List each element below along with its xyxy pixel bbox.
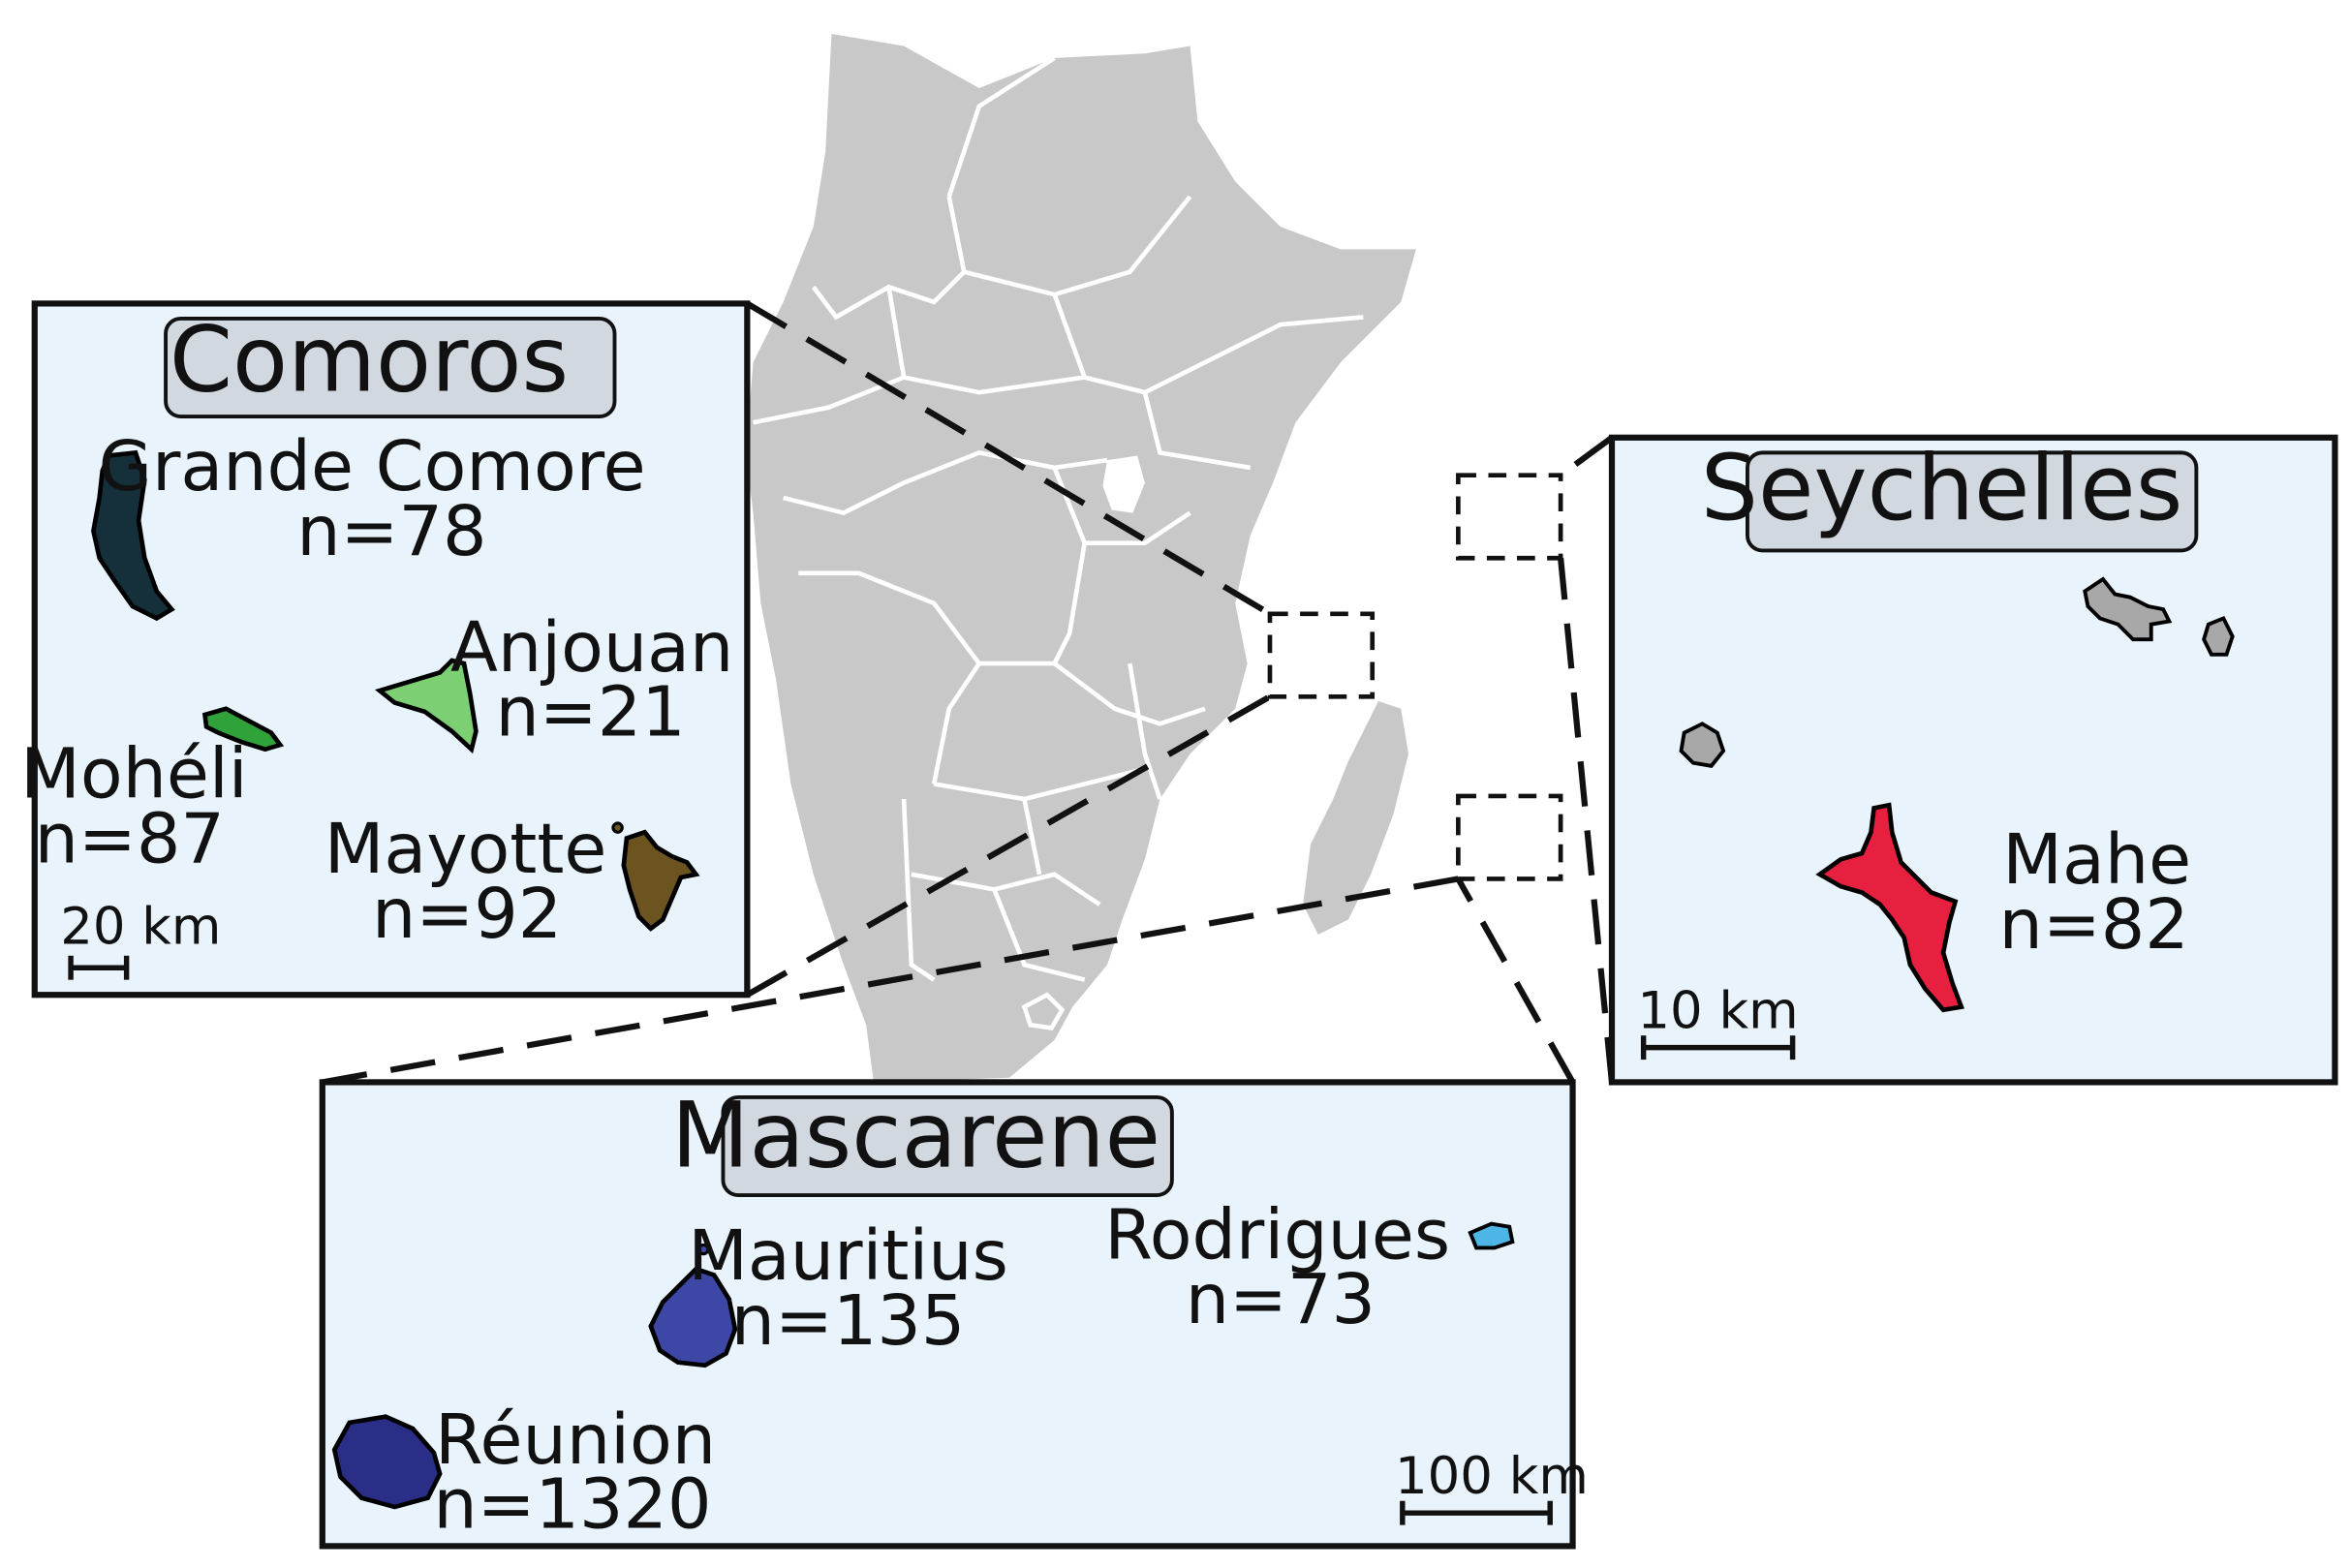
- country-borders: [753, 55, 1364, 982]
- rodrigues-label: Rodrigues: [1104, 1194, 1450, 1275]
- rodrigues-count: n=73: [1186, 1259, 1376, 1339]
- moheli-island: [201, 706, 285, 753]
- lake-victoria: [1102, 455, 1145, 513]
- seychelles-locator-box: [1456, 473, 1563, 561]
- mahe-island: [1815, 802, 1964, 1013]
- mauritius-island: [648, 1266, 738, 1368]
- mayotte-islet: [611, 821, 624, 834]
- seychelles-scale-bar: [1640, 1035, 1796, 1061]
- mascarene-locator-box: [1456, 793, 1563, 881]
- reunion-label: Réunion: [435, 1399, 716, 1480]
- reunion-count: n=1320: [433, 1464, 711, 1545]
- anjouan-count: n=21: [495, 672, 685, 753]
- mayotte-island: [621, 829, 700, 932]
- anjouan-island: [374, 658, 479, 754]
- comoros-inset: Comoros Grande Comore n=78 Anjouan n=21 …: [20, 300, 751, 999]
- comoros-scale-label: 20 km: [60, 897, 221, 956]
- comoros-title: Comoros: [170, 308, 569, 414]
- reunion-island: [331, 1414, 443, 1510]
- madagascar-land: [1303, 700, 1409, 936]
- mascarene-title-box: [721, 1095, 1174, 1197]
- mauritius-label: Mauritius: [688, 1215, 1008, 1296]
- moheli-label: Mohéli: [20, 733, 248, 814]
- mascarene-inset: Mascarene Mauritius n=135 Rodrigues n=73…: [319, 1079, 1589, 1550]
- praslin-island: [2083, 576, 2173, 642]
- africa-base-map: [745, 34, 1416, 1083]
- leader-lines: [322, 300, 1616, 1086]
- moheli-count: n=87: [35, 798, 225, 878]
- seychelles-title: Seychelles: [1701, 436, 2183, 541]
- rodrigues-island: [1468, 1221, 1515, 1250]
- grande-comore-label: Grande Comore: [99, 426, 646, 507]
- mauritius-islet: [697, 1243, 710, 1256]
- comoros-locator-box: [1267, 611, 1376, 699]
- seychelles-inset: Seychelles Mahe n=82 10 km: [1608, 434, 2338, 1086]
- mahe-label: Mahe: [2002, 819, 2191, 900]
- grande-comore-count: n=78: [296, 491, 486, 571]
- silhouette-island: [1679, 722, 1726, 768]
- locator-boxes: [1267, 473, 1563, 881]
- lesotho: [1021, 992, 1066, 1030]
- anjouan-label: Anjouan: [450, 607, 733, 688]
- mascarene-title: Mascarene: [671, 1084, 1160, 1189]
- grande-comore-island: [91, 449, 175, 622]
- mascarene-scale-label: 100 km: [1395, 1447, 1589, 1506]
- mascarene-scale-bar: [1400, 1500, 1553, 1525]
- mayotte-label: Mayotte: [325, 809, 607, 889]
- comoros-title-box: [164, 317, 617, 418]
- mayotte-count: n=92: [372, 874, 562, 954]
- seychelles-title-box: [1746, 450, 2199, 553]
- mauritius-count: n=135: [731, 1280, 966, 1361]
- la-digue-island: [2202, 615, 2235, 657]
- seychelles-scale-label: 10 km: [1637, 981, 1798, 1040]
- mahe-count: n=82: [1999, 884, 2189, 965]
- comoros-scale-bar: [68, 955, 130, 980]
